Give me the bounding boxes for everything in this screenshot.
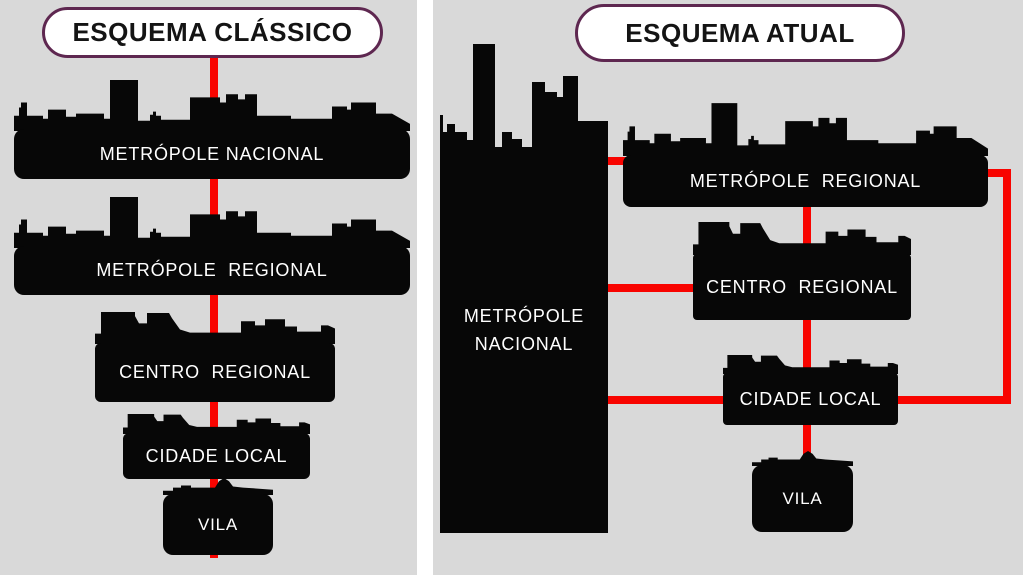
node-label: CIDADE LOCAL bbox=[739, 388, 882, 409]
connector-nacional-centro bbox=[604, 284, 696, 292]
node-label: METRÓPOLE REGIONAL bbox=[96, 260, 328, 280]
skyline-cidade-local-right bbox=[723, 355, 898, 374]
node-vila-left: VILA bbox=[163, 494, 273, 555]
skyline-metropole-regional-left bbox=[14, 197, 410, 248]
node-metropole-regional-left: METRÓPOLE REGIONAL bbox=[14, 246, 410, 295]
connector-loop-top bbox=[986, 169, 1011, 177]
node-centro-regional-right: CENTRO REGIONAL bbox=[693, 254, 911, 320]
connector-nacional-regional bbox=[604, 157, 626, 165]
connector-loop-vertical bbox=[1003, 169, 1011, 404]
title-pill-esquema-classico: ESQUEMA CLÁSSICO bbox=[42, 7, 383, 58]
connector-cidade-vila bbox=[803, 423, 811, 456]
connector-centro-cidade bbox=[803, 318, 811, 376]
title-pill-esquema-atual: ESQUEMA ATUAL bbox=[575, 4, 905, 62]
skyline-metropole-nacional-left bbox=[14, 80, 410, 131]
connector-loop-bottom bbox=[895, 396, 1011, 404]
connector-regional-centro bbox=[803, 205, 811, 257]
skyline-vila-right bbox=[752, 451, 853, 466]
node-vila-right: VILA bbox=[752, 465, 853, 532]
skyline-cidade-local-left bbox=[123, 414, 310, 434]
node-metropole-nacional-label: METRÓPOLE NACIONAL bbox=[440, 303, 608, 359]
node-metropole-nacional-left: METRÓPOLE NACIONAL bbox=[14, 129, 410, 179]
node-label: METRÓPOLE NACIONAL bbox=[99, 143, 325, 164]
node-label: CIDADE LOCAL bbox=[145, 445, 288, 466]
title-esquema-atual: ESQUEMA ATUAL bbox=[625, 17, 855, 48]
node-label-line2: NACIONAL bbox=[474, 334, 574, 354]
node-label: CENTRO REGIONAL bbox=[706, 276, 898, 297]
skyline-centro-regional-left bbox=[95, 312, 335, 344]
node-label: CENTRO REGIONAL bbox=[119, 362, 311, 382]
node-cidade-local-right: CIDADE LOCAL bbox=[723, 373, 898, 425]
skyline-vila-left bbox=[163, 478, 273, 495]
skyline-metropole-regional-right bbox=[623, 103, 988, 156]
connector-nacional-cidade bbox=[604, 396, 726, 404]
node-label: VILA bbox=[197, 514, 239, 534]
node-metropole-regional-right: METRÓPOLE REGIONAL bbox=[623, 155, 988, 207]
node-metropole-nacional-right bbox=[440, 158, 608, 533]
node-cidade-local-left: CIDADE LOCAL bbox=[123, 433, 310, 479]
skyline-metropole-nacional-right bbox=[440, 44, 608, 159]
connector-vertical-left bbox=[210, 57, 218, 558]
node-label: METRÓPOLE REGIONAL bbox=[689, 170, 922, 191]
node-centro-regional-left: CENTRO REGIONAL bbox=[95, 343, 335, 402]
node-label: VILA bbox=[782, 488, 823, 508]
skyline-centro-regional-right bbox=[693, 222, 911, 255]
node-label-line1: METRÓPOLE bbox=[463, 306, 585, 326]
title-esquema-classico: ESQUEMA CLÁSSICO bbox=[72, 17, 353, 47]
